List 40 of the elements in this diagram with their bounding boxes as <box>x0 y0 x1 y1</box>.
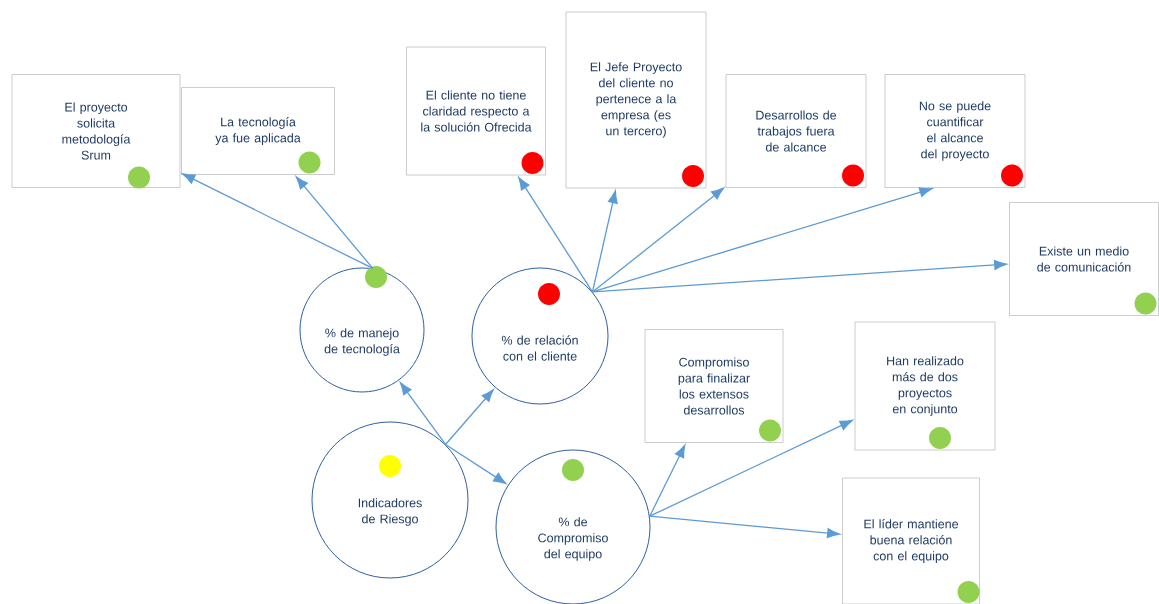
arrow <box>399 382 447 446</box>
circle-label: % de Compromiso del equipo <box>538 517 608 561</box>
arrow <box>518 177 594 293</box>
status-dot <box>562 459 584 481</box>
status-dot <box>842 164 864 187</box>
text-box: El líder mantiene buena relación con el equipo <box>842 477 980 604</box>
arrow <box>591 190 618 293</box>
status-dot <box>957 581 980 603</box>
arrow <box>649 419 853 517</box>
status-dot <box>1134 292 1157 315</box>
text-box: No se puede cuantificar el alcance del proyecto <box>884 74 1026 188</box>
status-dot <box>298 151 321 174</box>
status-dot <box>379 455 401 477</box>
text-box: El proyecto solicita metodología Srum <box>11 74 181 188</box>
text-box: Desarrollos de trabajos fuera de alcance <box>725 74 867 188</box>
circle-label: % de relación con el cliente <box>501 335 578 361</box>
text-box: Han realizado más de dos proyectos en conjunto <box>854 321 996 451</box>
status-dot <box>682 165 704 187</box>
circle-label: Indicadores de Riesgo <box>358 498 422 526</box>
arrow <box>295 176 374 270</box>
status-dot <box>128 166 150 189</box>
circle-label: % de manejo de tecnología <box>324 328 400 356</box>
status-dot <box>1001 164 1023 187</box>
text-box: La tecnología ya fue aplicada <box>181 87 335 175</box>
status-dot <box>365 266 387 288</box>
arrow <box>591 187 725 293</box>
arrow <box>444 443 507 485</box>
text-box: Compromiso para finalizar los extensos desarrollos <box>644 329 784 443</box>
arrow <box>444 389 494 446</box>
text-box: Existe un medio de comunicación <box>1009 202 1159 316</box>
arrow <box>649 444 686 517</box>
status-dot <box>538 283 560 305</box>
arrow <box>182 173 374 270</box>
text-box: El cliente no tiene claridad respecto a la solución Ofrecida <box>406 46 546 176</box>
status-dot <box>929 427 951 449</box>
arrow <box>649 515 841 539</box>
status-dot <box>759 419 781 442</box>
text-box: El Jefe Proyecto del cliente no pertenece a la empresa (es un tercero) <box>565 11 707 189</box>
status-dot <box>521 152 544 174</box>
arrow <box>591 259 1007 293</box>
